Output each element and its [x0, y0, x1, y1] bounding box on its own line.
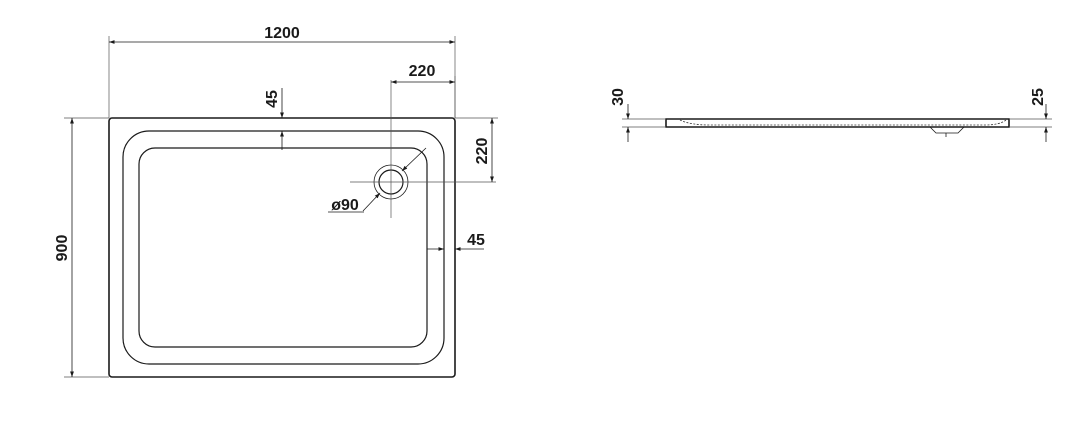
- tray-outline: [108, 117, 456, 378]
- side-left-height-label: 30: [610, 88, 627, 106]
- top-view: 1200 220 900 220 45: [54, 25, 498, 378]
- side-view: 30 25: [610, 88, 1052, 142]
- dimension-rim-top: 45: [264, 88, 284, 150]
- dimension-side-left: 30: [610, 88, 666, 142]
- drain-offset-y-label: 220: [474, 138, 491, 165]
- dimension-width: 1200: [108, 25, 456, 118]
- tray-basin: [138, 147, 428, 348]
- drain-diameter-label: ø90: [331, 197, 359, 214]
- drain: [350, 80, 496, 218]
- dimension-drain-offset-x: 220: [391, 63, 456, 118]
- dimension-height: 900: [54, 117, 109, 378]
- rim-top-label: 45: [264, 90, 281, 108]
- side-right-height-label: 25: [1030, 88, 1047, 106]
- drain-offset-x-label: 220: [409, 63, 436, 80]
- rim-side-label: 45: [467, 232, 485, 249]
- dimension-drain-diameter: ø90: [328, 147, 427, 214]
- width-label: 1200: [264, 25, 300, 42]
- dimension-side-right: 25: [1009, 88, 1052, 142]
- dimension-drain-offset-y: 220: [455, 117, 498, 182]
- height-label: 900: [54, 235, 71, 262]
- basin-hidden-line: [679, 119, 1007, 126]
- dimension-rim-side: 45: [427, 232, 485, 251]
- drain-fitting: [929, 126, 965, 134]
- tray-profile: [665, 118, 1010, 128]
